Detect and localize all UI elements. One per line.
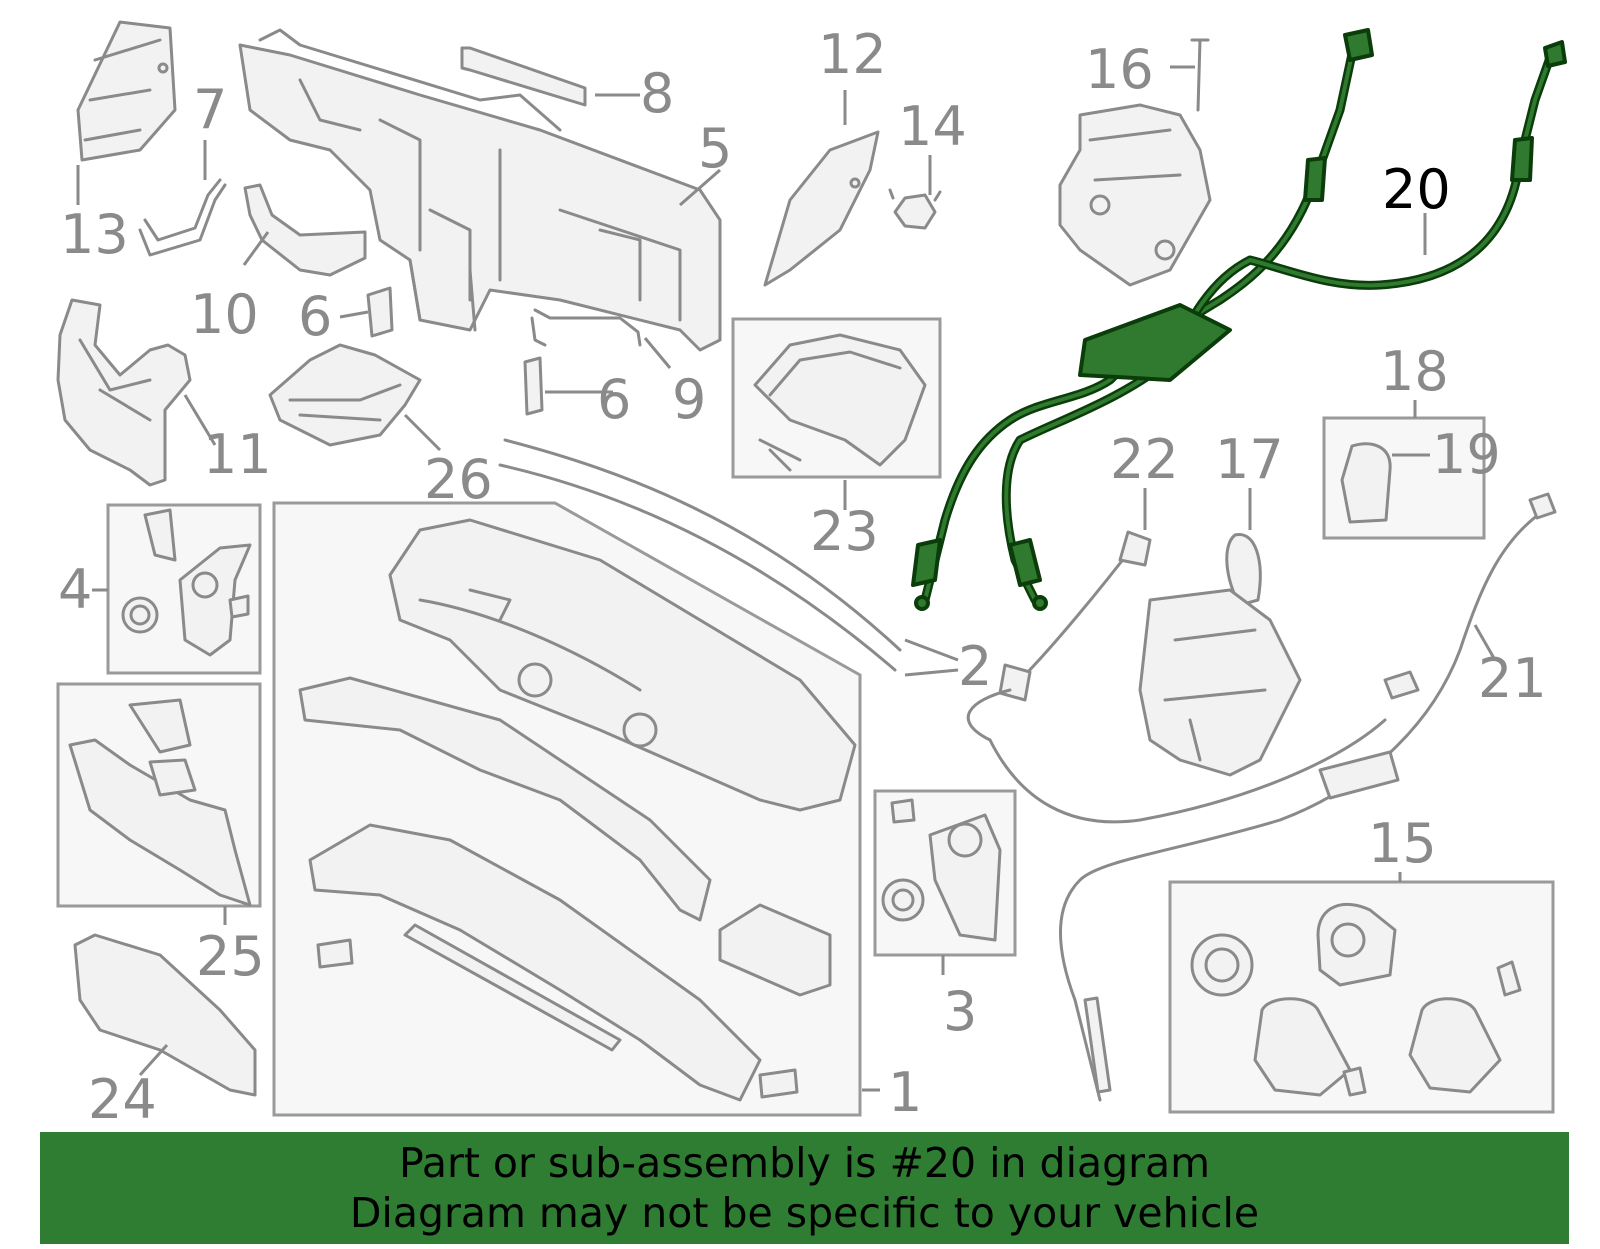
part-2-strip-inner — [498, 463, 897, 672]
part-17-shifter — [1138, 533, 1302, 777]
banner-line-1: Part or sub-assembly is #20 in diagram — [398, 1139, 1211, 1187]
callout-26: 26 — [424, 448, 493, 511]
part-2-strip-outer — [503, 438, 902, 652]
callout-13: 13 — [60, 203, 129, 266]
callout-8: 8 — [640, 62, 674, 125]
callout-23: 23 — [810, 500, 879, 563]
part-1-instrument-panel — [298, 518, 857, 1102]
callout-25: 25 — [196, 925, 265, 988]
callout-6-lower: 6 — [597, 368, 631, 431]
callout-18: 18 — [1380, 340, 1449, 403]
info-banner: Part or sub-assembly is #20 in diagram D… — [40, 1132, 1569, 1244]
callout-17: 17 — [1215, 428, 1284, 491]
part-20-shift-cable — [911, 28, 1567, 611]
callout-1: 1 — [888, 1061, 922, 1124]
part-15-boots — [1190, 902, 1522, 1097]
callout-4: 4 — [58, 558, 92, 621]
callout-12: 12 — [818, 23, 887, 86]
callout-2: 2 — [958, 635, 992, 698]
callout-9: 9 — [672, 368, 706, 431]
part-23-cluster-hood — [753, 333, 927, 472]
callout-16: 16 — [1085, 38, 1154, 101]
part-6-clip-lower — [523, 356, 544, 416]
callout-20: 20 — [1382, 158, 1451, 221]
callout-22: 22 — [1110, 428, 1179, 491]
callout-19: 19 — [1432, 423, 1501, 486]
part-4-bezel-parts — [121, 508, 252, 657]
callout-14: 14 — [898, 95, 967, 158]
part-25-lower-trim — [68, 698, 252, 907]
part-22-cable — [966, 530, 1152, 742]
part-10-bracket — [243, 183, 367, 277]
callout-24: 24 — [88, 1068, 157, 1131]
callout-5: 5 — [698, 117, 732, 180]
part-11-lower-panel — [56, 298, 192, 487]
part-12-hole — [849, 177, 861, 189]
callout-6-upper: 6 — [298, 285, 332, 348]
part-6-clip-upper — [366, 286, 394, 338]
callout-11: 11 — [203, 423, 272, 486]
part-3-trim-bezel — [881, 798, 1002, 942]
part-12-panel — [763, 130, 880, 287]
part-9-brace — [530, 308, 642, 347]
part-7-bracket — [138, 178, 227, 257]
part-13-side-cover — [76, 20, 177, 162]
callout-15: 15 — [1368, 812, 1437, 875]
part-14-clip — [888, 188, 942, 230]
callout-7: 7 — [193, 78, 227, 141]
leader-lines — [76, 65, 1497, 1092]
callout-3: 3 — [943, 980, 977, 1043]
part-21-cable — [988, 492, 1557, 1102]
part-16-shifter-housing — [1058, 38, 1212, 287]
part-5-crosscar-beam — [238, 28, 722, 352]
part-19-knob — [1340, 442, 1392, 524]
callout-21: 21 — [1478, 647, 1547, 710]
banner-line-2: Diagram may not be specific to your vehi… — [349, 1189, 1260, 1237]
part-24-knee-panel — [73, 933, 257, 1097]
part-26-duct — [268, 343, 422, 447]
callout-10: 10 — [190, 283, 259, 346]
part-8-strip — [460, 46, 587, 107]
